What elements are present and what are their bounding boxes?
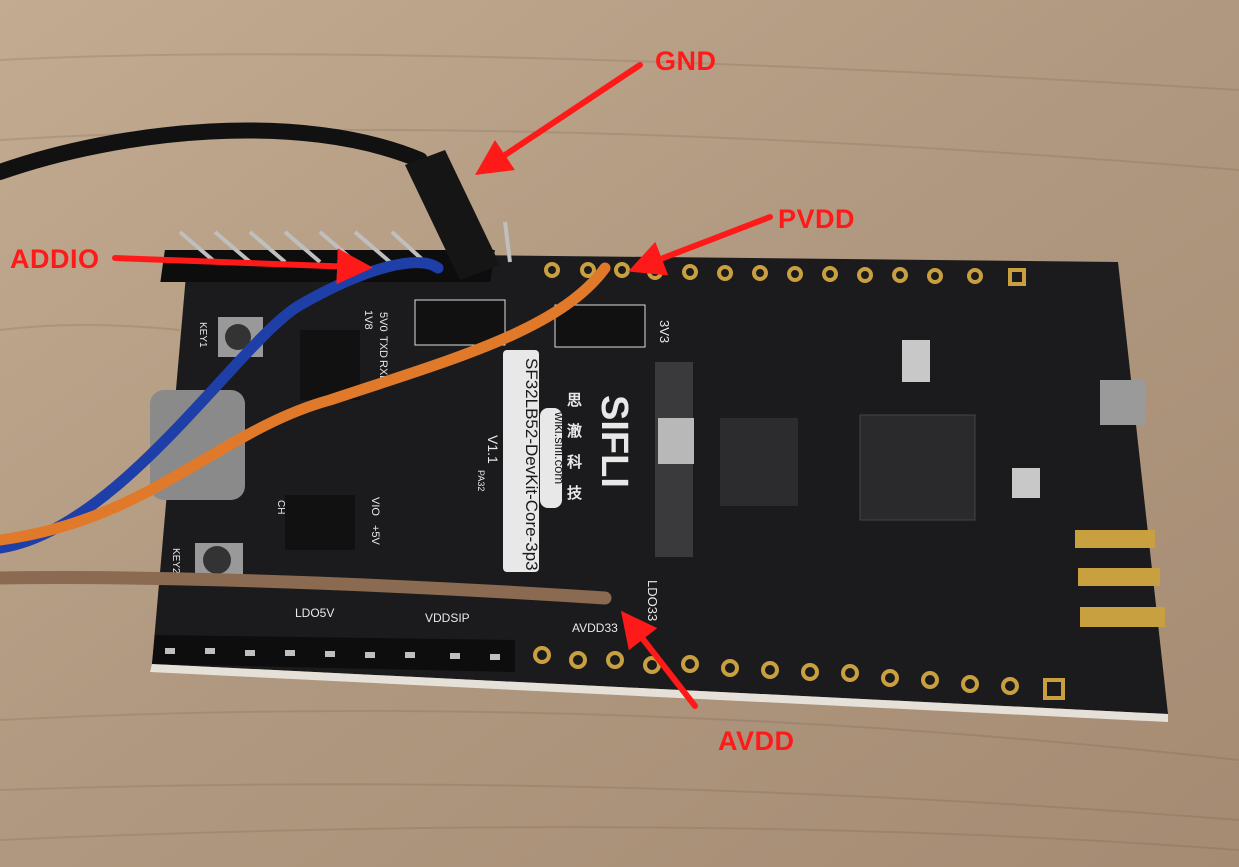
connector-latch	[658, 418, 694, 464]
key1-button[interactable]	[225, 324, 251, 350]
label-vio: VIO	[369, 497, 381, 516]
jumper-ch	[285, 495, 355, 550]
label-key2: KEY2	[170, 548, 181, 574]
flash-chip	[720, 418, 798, 506]
label-vddsip: VDDSIP	[425, 611, 470, 625]
annotation-arrows	[112, 62, 773, 709]
bottom-pin-header	[152, 635, 515, 672]
jumper-1v8	[414, 299, 506, 346]
gnd-dupont-connector	[405, 150, 500, 280]
key2-button[interactable]	[203, 546, 231, 574]
label-5v0: 5V0	[377, 312, 389, 332]
label-ch: CH	[275, 500, 286, 514]
avdd-label: AVDD	[718, 726, 795, 756]
version-text: V1.1	[485, 435, 501, 464]
label-1v8: 1V8	[362, 310, 374, 330]
silkscreen: SF32LB52-DevKit-Core-3p3 wiki.sifli.com …	[170, 310, 672, 635]
black-wire	[0, 122, 428, 180]
label-ldo33: LDO33	[645, 580, 660, 621]
antenna-pads	[1075, 530, 1165, 627]
crystal	[902, 340, 930, 382]
label-5v: +5V	[369, 525, 381, 546]
gnd-arrow	[475, 62, 643, 175]
blue-wire-addio	[0, 257, 444, 554]
board-model-text: SF32LB52-DevKit-Core-3p3	[522, 358, 541, 571]
pcb-edge	[150, 664, 1168, 722]
jumper-3v3	[554, 304, 646, 348]
orange-wire-pvdd	[0, 262, 611, 546]
pvdd-label: PVDD	[778, 204, 856, 234]
label-ldo5v: LDO5V	[295, 606, 334, 620]
brown-wire-avdd	[0, 571, 612, 605]
pvdd-arrow	[628, 214, 773, 276]
label-txd: TXD	[377, 336, 389, 358]
avdd-arrow	[620, 610, 698, 709]
website-text: wiki.sifli.com	[552, 411, 567, 484]
side-connector	[1100, 380, 1145, 425]
sifli-logo: SIFLI	[593, 395, 635, 488]
gnd-label: GND	[655, 46, 717, 76]
label-pa32: PA32	[476, 470, 486, 491]
addio-arrow	[112, 248, 373, 285]
main-soc-chip	[859, 414, 976, 521]
label-key1: KEY1	[197, 322, 208, 348]
label-avdd33: AVDD33	[572, 621, 618, 635]
label-3v3: 3V3	[657, 320, 672, 343]
crystal-2	[1012, 468, 1040, 498]
addio-label: ADDIO	[10, 244, 100, 274]
chinese-brand-text: 思澈科技	[565, 392, 583, 516]
